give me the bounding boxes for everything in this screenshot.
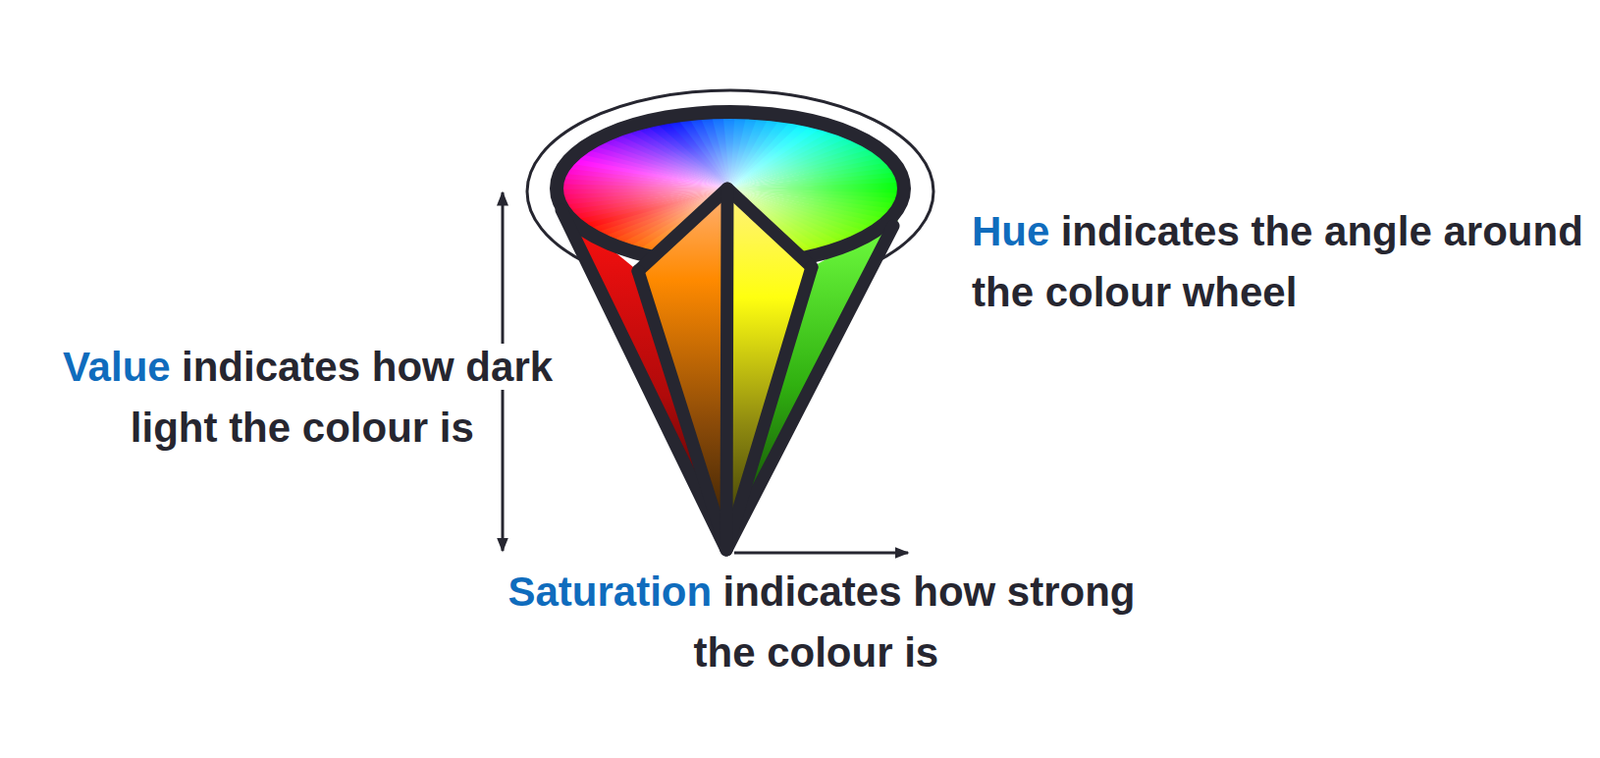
annotation: Valueindicates how dark light the colour… xyxy=(25,336,590,459)
term-label: Value xyxy=(62,343,171,390)
saturation-arrow xyxy=(734,551,908,555)
term-label: Hue xyxy=(971,208,1050,255)
description-label: indicates how dark light the colour is xyxy=(130,343,553,451)
term-label: Saturation xyxy=(507,568,712,615)
annotation: Hueindicates the angle around the colour… xyxy=(971,201,1586,323)
description-label: indicates how strong the colour is xyxy=(693,568,1135,676)
cone-outline xyxy=(561,188,894,550)
description-label: indicates the angle around the colour wh… xyxy=(971,208,1584,316)
annotation: Saturationindicates how strong the colou… xyxy=(502,561,1141,684)
